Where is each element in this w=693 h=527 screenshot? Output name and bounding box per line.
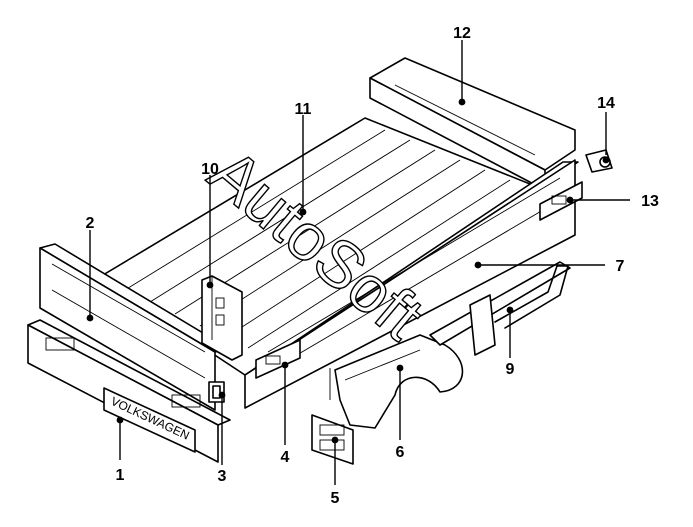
callout-9: 9 [506,361,515,378]
latch-4 [255,339,301,379]
clip-14 [585,149,613,173]
wheel-arch [329,334,464,429]
callout-11: 11 [295,101,312,118]
callout-3: 3 [218,468,227,485]
callout-12: 12 [453,25,471,42]
stake-rod [494,265,569,329]
rear-panel [369,57,576,191]
callout-7: 7 [616,258,625,275]
callout-dots [86,98,610,444]
callout-14: 14 [597,95,615,112]
support-bracket [429,261,571,356]
latch-13 [539,181,583,221]
left-side-panel [39,243,229,411]
callout-2: 2 [86,215,95,232]
callout-13: 13 [641,193,659,210]
callout-1: 1 [116,467,125,484]
callout-6: 6 [396,444,405,461]
callout-labels: 1 2 3 4 5 6 7 9 10 11 12 13 14 [86,25,659,507]
callout-10: 10 [201,161,219,178]
right-side-panel [244,159,579,409]
callout-4: 4 [281,449,290,466]
callout-5: 5 [331,490,340,507]
callout-leaders [89,40,630,485]
